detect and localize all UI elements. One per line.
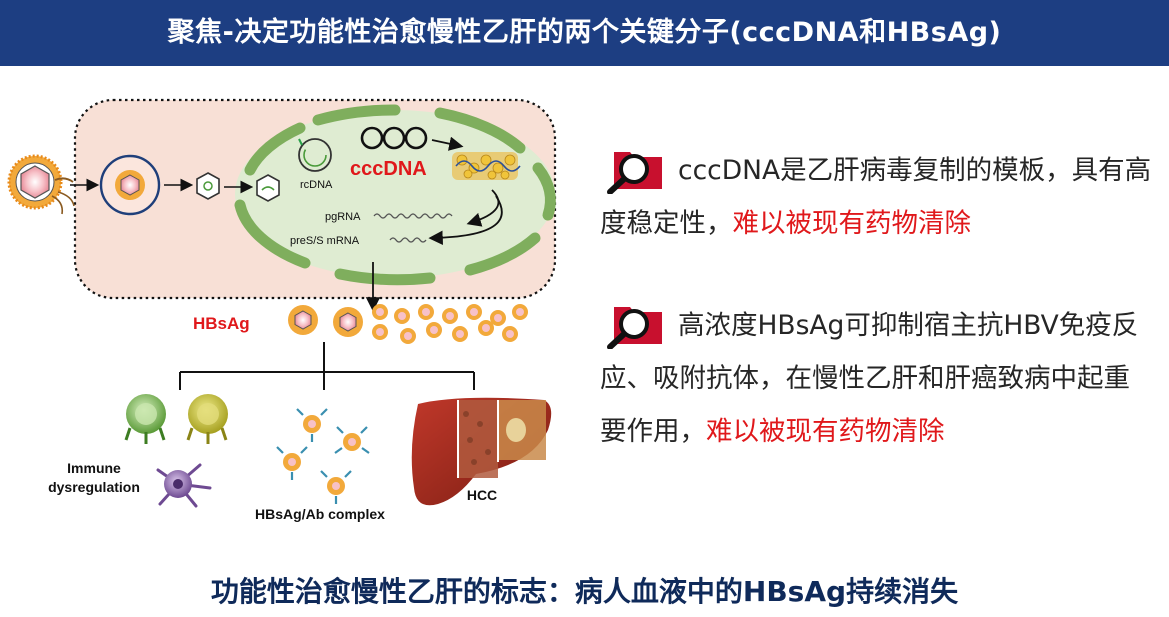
point-cccdna: cccDNA是乙肝病毒复制的模板，具有高度稳定性，难以被现有药物清除 — [600, 144, 1155, 250]
rcdna-icon — [298, 138, 332, 172]
hbsag-ab-complex-icon — [276, 408, 370, 504]
pres-s-mrna-label: preS/S mRNA — [290, 235, 360, 247]
pgrna-label: pgRNA — [325, 211, 361, 223]
footer-conclusion: 功能性治愈慢性乙肝的标志：病人血液中的HBsAg持续消失 — [210, 575, 959, 608]
magnifier-folder-icon — [607, 152, 662, 194]
hbsag-label: HBsAg — [193, 314, 250, 333]
hbv-lifecycle-diagram: rcDNA cccDNA pgRNA preS/S mRNA HBsAg — [7, 98, 557, 522]
nuclear-membrane — [234, 104, 556, 286]
point-text: 高浓度HBsAg可抑制宿主抗HBV免疫反应、吸附抗体，在慢性乙肝和肝癌致病中起重… — [600, 310, 1139, 447]
capsid-at-pore-icon — [256, 174, 280, 202]
rcdna-label: rcDNA — [300, 179, 333, 191]
immune-label-line1: Immune — [67, 460, 121, 476]
capsid-icon — [196, 172, 220, 200]
page-title: 聚焦-决定功能性治愈慢性乙肝的两个关键分子(cccDNA和HBsAg) — [167, 17, 1002, 48]
cccdna-rings-icon — [360, 126, 428, 150]
magnifier-folder-icon — [607, 307, 662, 349]
immune-cells-icon — [124, 394, 228, 508]
pgrna-icon — [373, 213, 453, 219]
header-banner: 聚焦-决定功能性治愈慢性乙肝的两个关键分子(cccDNA和HBsAg) — [0, 0, 1169, 66]
endosome-icon — [99, 154, 161, 216]
pres-mrna-icon — [389, 237, 427, 243]
complex-label: HBsAg/Ab complex — [255, 506, 385, 522]
hbsag-particles — [288, 304, 528, 344]
hcc-label: HCC — [467, 487, 497, 503]
liver-hcc-icon — [411, 397, 552, 506]
point-highlight: 难以被现有药物清除 — [706, 416, 945, 447]
minichromosome-icon — [452, 152, 521, 180]
branch-lines — [179, 342, 475, 390]
point-text: cccDNA是乙肝病毒复制的模板，具有高度稳定性， — [600, 155, 1152, 239]
immune-label-line2: dysregulation — [48, 479, 140, 495]
cccdna-label: cccDNA — [350, 158, 427, 180]
hbv-virion-icon — [7, 154, 75, 215]
point-highlight: 难以被现有药物清除 — [732, 208, 972, 239]
point-hbsag: 高浓度HBsAg可抑制宿主抗HBV免疫反应、吸附抗体，在慢性乙肝和肝癌致病中起重… — [600, 299, 1155, 458]
